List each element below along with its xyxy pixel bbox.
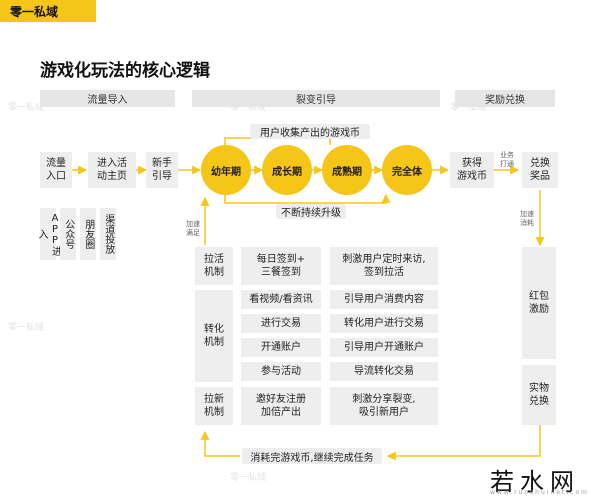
mechanism-acquisition: 拉新 机制 [195,387,233,425]
action-watch-content: 看视频/看资讯 [241,290,321,309]
watermark: 零一私域 [230,103,267,113]
watermark: 零一私域 [8,103,45,113]
loop-back-label: 消耗完游戏币,继续完成任务 [242,448,382,464]
red-packet-box: 红包 激励 [522,247,556,359]
accelerate-consume-label: 加速 消耗 [520,210,534,228]
channel-official-account: 公众号 [60,208,76,260]
stage-infant: 幼年期 [201,145,251,195]
brand-logo-text: 零一私域 [10,5,59,19]
effect-trade: 转化用户进行交易 [330,314,438,333]
section-fission-header: 裂变引导 [192,90,440,107]
watermark: 零一私域 [8,323,45,333]
bottom-brand-url: www.ruoshuinet.com [490,489,589,496]
channel-moments: 朋友圈 [80,208,96,260]
mechanism-retention: 拉活 机制 [195,247,233,285]
effect-consume-content: 引导用户消费内容 [330,290,438,309]
action-checkin: 每日签到+ 三餐签到 [241,247,321,285]
section-reward-header: 奖励兑换 [455,90,555,107]
brand-logo-bar [0,0,96,22]
action-invite-friends: 邀好友注册 加倍产出 [241,387,321,425]
bottom-brand-logo: 若水网 [490,468,580,496]
accelerate-label: 加速 满足 [186,220,200,238]
traffic-entry-box: 流量 入口 [40,152,72,188]
channel-app: APP进入 [36,208,61,260]
effect-divert-trade: 导流转化交易 [330,362,438,381]
action-open-account: 开通账户 [241,338,321,357]
exchange-prize-box: 兑换 奖品 [522,152,558,188]
action-trade: 进行交易 [241,314,321,333]
activity-home-box: 进入活 动主页 [88,152,136,188]
section-traffic-header: 流量导入 [40,90,175,107]
stage-mature: 成熟期 [322,145,372,195]
action-join-activity: 参与活动 [241,362,321,381]
physical-exchange-box: 实物 兑换 [522,365,556,425]
effect-checkin: 刺激用户定时来访, 签到拉活 [330,247,438,285]
obtain-coins-box: 获得 游戏币 [450,152,494,188]
novice-guide-box: 新手 引导 [146,152,178,188]
effect-open-account: 引导用户开通账户 [330,338,438,357]
channel-ads: 渠道投放 [100,208,116,260]
business-link-label: 业务 打通 [500,151,514,169]
page-title: 游戏化玩法的核心逻辑 [40,61,210,81]
mechanism-conversion: 转化 机制 [195,290,233,382]
watermark: 零一私域 [450,103,487,113]
collect-coins-label: 用户收集产出的游戏币 [250,124,370,139]
stage-complete: 完全体 [382,145,432,195]
keep-upgrading-label: 不断持续升级 [276,204,346,219]
watermark: 零一私域 [230,473,267,483]
stage-growth: 成长期 [262,145,312,195]
effect-share-fission: 刺激分享裂变, 吸引新用户 [330,387,438,425]
